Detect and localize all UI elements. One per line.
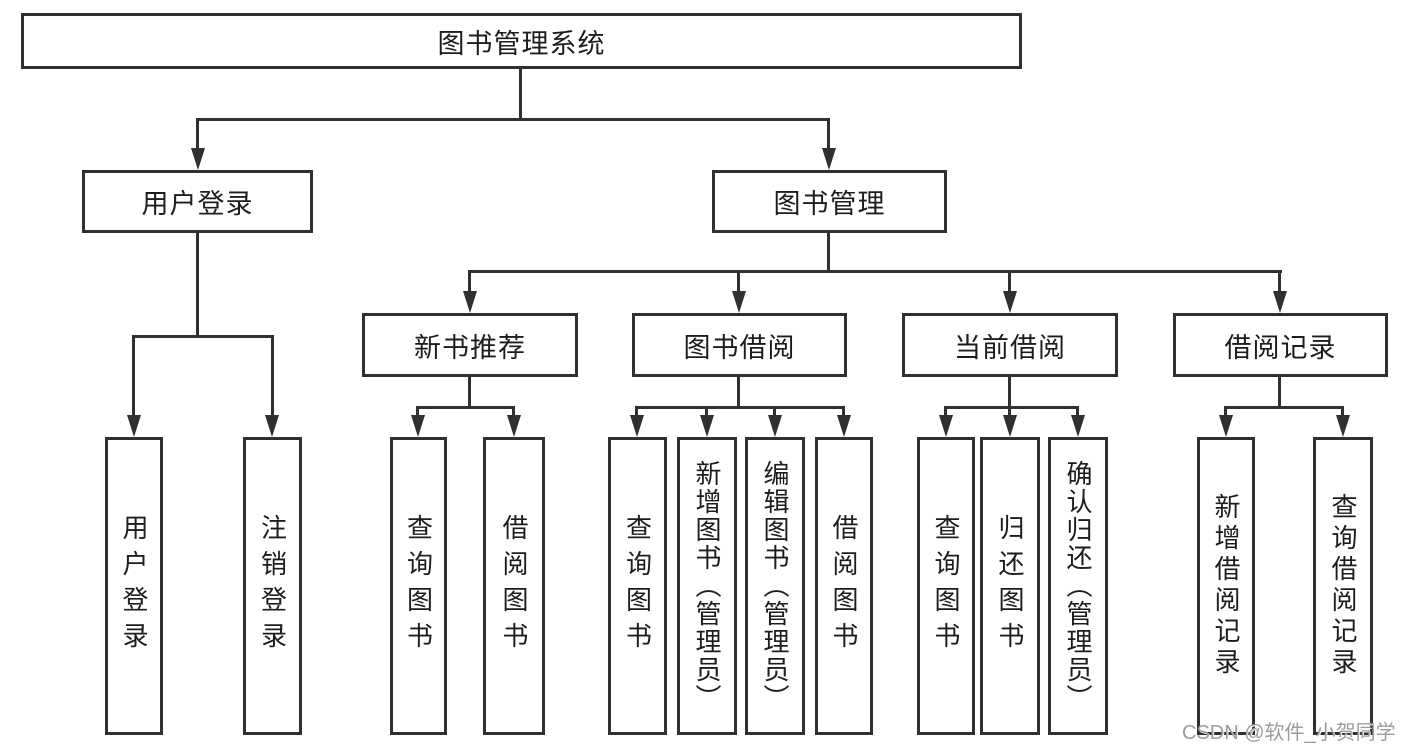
arrow-down: [411, 415, 425, 437]
connector-line: [416, 406, 515, 409]
node-label: 新书推荐: [414, 332, 526, 363]
node-label: 图书管理系统: [437, 28, 606, 59]
connector-line: [827, 118, 830, 150]
leaf-search-books-borrowing: 查询图书: [608, 437, 667, 735]
leaf-confirm-return-admin: 确认归还（管理员）: [1048, 437, 1108, 735]
connector-line: [705, 406, 708, 417]
connector-line: [1076, 406, 1079, 417]
connector-line: [1008, 270, 1011, 293]
connector-line: [132, 335, 274, 338]
watermark: CSDN @软件_小贺同学: [1182, 722, 1396, 744]
node-borrowing-records: 借阅记录: [1173, 313, 1388, 377]
connector-line: [635, 406, 638, 417]
leaf-borrow-books-recommend: 借阅图书: [483, 437, 545, 735]
connector-line: [1278, 270, 1281, 293]
leaf-logout: 注销登录: [243, 437, 302, 735]
connector-line: [842, 406, 845, 417]
arrow-down: [1273, 291, 1287, 313]
connector-line: [512, 406, 515, 417]
connector-line: [468, 270, 1282, 273]
leaf-label: 新增图书（管理员）: [692, 460, 722, 712]
leaf-label: 用户登录: [119, 514, 149, 658]
connector-line: [519, 69, 522, 118]
connector-line: [737, 270, 740, 293]
leaf-label: 新增借阅记录: [1211, 493, 1241, 679]
node-user-login: 用户登录: [82, 170, 313, 233]
leaf-label: 确认归还（管理员）: [1063, 460, 1093, 712]
connector-line: [468, 377, 471, 406]
connector-line: [196, 118, 199, 150]
leaf-label: 查询借阅记录: [1328, 493, 1358, 679]
arrow-down: [463, 291, 477, 313]
connector-line: [1008, 406, 1011, 417]
arrow-down: [1003, 291, 1017, 313]
leaf-label: 查询图书: [931, 514, 961, 658]
leaf-search-borrow-record: 查询借阅记录: [1313, 437, 1373, 735]
arrow-down: [191, 148, 205, 170]
leaf-label: 借阅图书: [829, 514, 859, 658]
node-new-book-recommendation: 新书推荐: [362, 313, 578, 377]
node-label: 图书借阅: [683, 332, 796, 363]
connector-line: [944, 406, 1079, 409]
node-book-borrowing: 图书借阅: [632, 313, 847, 377]
connector-line: [271, 335, 274, 417]
connector-line: [416, 406, 419, 417]
arrow-down: [1219, 415, 1233, 437]
leaf-search-books-recommend: 查询图书: [390, 437, 447, 735]
arrow-down: [507, 415, 521, 437]
arrow-down: [1071, 415, 1085, 437]
connector-line: [132, 335, 135, 417]
arrow-down: [939, 415, 953, 437]
arrow-down: [700, 415, 714, 437]
leaf-label: 查询图书: [403, 514, 434, 658]
node-book-management: 图书管理: [712, 170, 947, 233]
connector-line: [196, 118, 830, 121]
arrow-down: [768, 415, 782, 437]
leaf-add-borrow-record: 新增借阅记录: [1197, 437, 1255, 735]
connector-line: [468, 270, 471, 293]
leaf-add-books-admin: 新增图书（管理员）: [677, 437, 737, 735]
connector-line: [1008, 377, 1011, 406]
node-label: 当前借阅: [954, 332, 1066, 363]
leaf-search-books-current: 查询图书: [917, 437, 975, 735]
connector-line: [196, 233, 199, 335]
node-label: 图书管理: [773, 189, 886, 219]
arrow-down: [837, 415, 851, 437]
connector-line: [1341, 406, 1344, 417]
connector-line: [1278, 377, 1281, 406]
leaf-edit-books-admin: 编辑图书（管理员）: [745, 437, 805, 735]
arrow-down: [732, 291, 746, 313]
leaf-label: 注销登录: [257, 514, 288, 658]
connector-line: [944, 406, 947, 417]
connector-line: [827, 233, 830, 270]
connector-line: [1224, 406, 1344, 409]
leaf-label: 归还图书: [995, 514, 1025, 658]
leaf-borrow-books-borrowing: 借阅图书: [815, 437, 873, 735]
arrow-down: [265, 415, 279, 437]
connector-line: [773, 406, 776, 417]
leaf-user-login: 用户登录: [105, 437, 163, 735]
node-library-management-system: 图书管理系统: [21, 13, 1022, 69]
connector-line: [635, 406, 845, 409]
arrow-down: [822, 148, 836, 170]
node-label: 用户登录: [141, 189, 254, 219]
leaf-label: 查询图书: [622, 514, 653, 658]
arrow-down: [1003, 415, 1017, 437]
arrow-down: [630, 415, 644, 437]
node-current-borrowing: 当前借阅: [902, 313, 1118, 377]
arrow-down: [1336, 415, 1350, 437]
connector-line: [737, 377, 740, 406]
connector-line: [1224, 406, 1227, 417]
arrow-down: [127, 415, 141, 437]
leaf-return-books: 归还图书: [980, 437, 1040, 735]
leaf-label: 编辑图书（管理员）: [760, 460, 790, 712]
leaf-label: 借阅图书: [499, 514, 529, 658]
node-label: 借阅记录: [1224, 332, 1337, 363]
